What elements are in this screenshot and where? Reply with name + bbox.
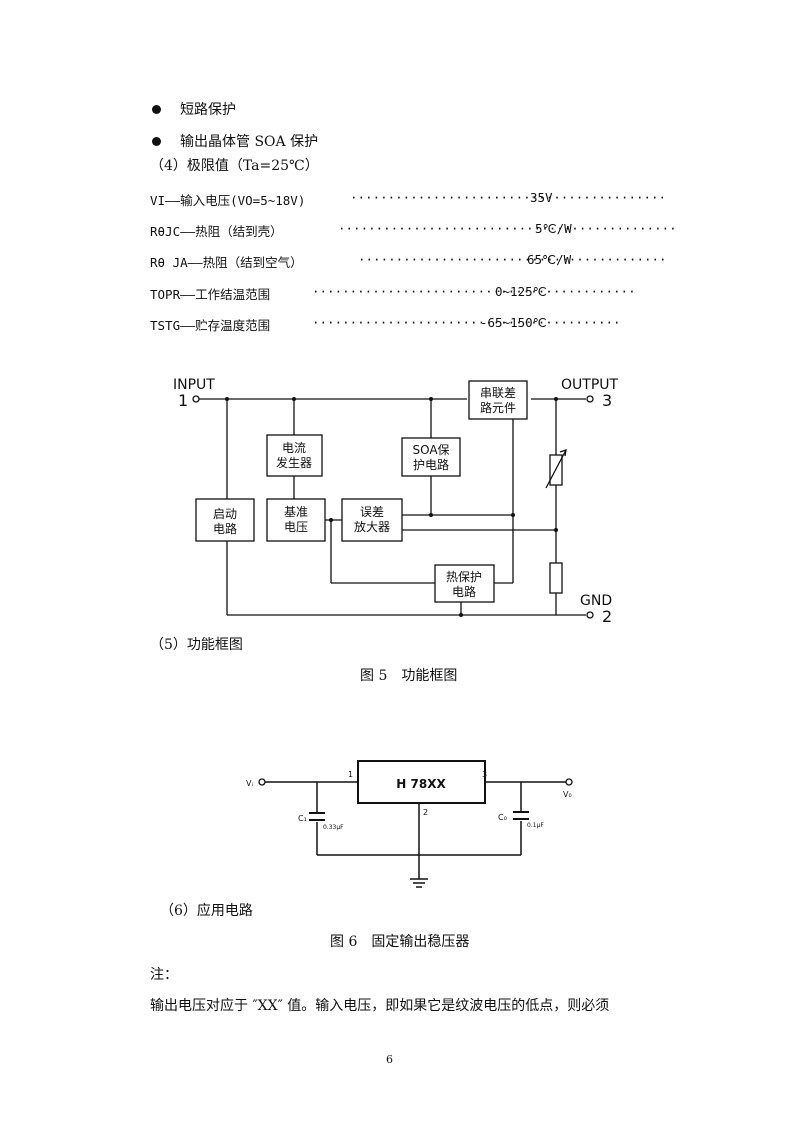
feature-soa: 输出晶体管 SOA 保护 bbox=[180, 134, 319, 150]
application-circuit: H 78XX Vᵢ V₀ 1 3 2 C₁ 0.33μF C₀ 0.1μF bbox=[246, 760, 573, 888]
thermal-label: 电路 bbox=[452, 584, 476, 599]
section-6-heading: （6）应用电路 bbox=[160, 903, 253, 919]
pass-element-label: 串联差 bbox=[480, 386, 516, 400]
c1-value: 0.33μF bbox=[323, 824, 344, 831]
rating-label: RθJC——热阻（结到壳） bbox=[150, 224, 283, 239]
rating-value: 0~125℃ bbox=[495, 284, 547, 299]
soa-protect-label: SOA保 bbox=[412, 443, 449, 457]
soa-protect-label: 护电路 bbox=[413, 457, 449, 472]
leader-dots: ········································… bbox=[312, 315, 622, 330]
rating-value: 5℃/W bbox=[535, 221, 572, 236]
rating-row: Rθ JA——热阻（结到空气） ························… bbox=[150, 252, 666, 270]
figure-6-caption: 图 6 固定输出稳压器 bbox=[330, 934, 470, 950]
leader-dots: ········································… bbox=[338, 221, 678, 236]
pin2-label: 2 bbox=[423, 808, 428, 817]
rating-row: TOPR——工作结温范围 ···························… bbox=[150, 284, 637, 302]
current-source-label: 发生器 bbox=[276, 455, 312, 470]
output-label: OUTPUT bbox=[561, 377, 619, 393]
reference-label: 基准 bbox=[284, 505, 308, 519]
thermal-protect-block bbox=[434, 564, 495, 603]
rating-row: RθJC——热阻（结到壳） ··························… bbox=[150, 221, 678, 239]
c2-name: C₀ bbox=[498, 813, 507, 822]
functional-block-diagram: 串联差 路元件 电流 发生器 SOA保 护电路 启动 电路 基准 电压 误差 放… bbox=[173, 377, 619, 626]
startup-label: 启动 bbox=[213, 507, 237, 521]
error-amp-label: 误差 bbox=[360, 505, 384, 519]
leader-dots: ········································… bbox=[350, 190, 665, 205]
pin1-label: 1 bbox=[348, 770, 353, 779]
rating-row: VI——输入电压(VO=5~18V) ·····················… bbox=[150, 190, 665, 208]
output-pin: 3 bbox=[602, 391, 612, 410]
rating-value: 65℃/W bbox=[527, 252, 572, 267]
reference-block bbox=[266, 498, 326, 542]
bullet-marker bbox=[152, 105, 161, 114]
current-source-block bbox=[266, 434, 323, 477]
gnd-pin: 2 bbox=[602, 607, 612, 626]
startup-block bbox=[195, 498, 255, 542]
pin3-label: 3 bbox=[482, 770, 487, 779]
regulator-ic bbox=[357, 760, 486, 804]
input-pin: 1 bbox=[178, 391, 188, 410]
rating-row: TSTG——贮存温度范围 ···························… bbox=[150, 315, 622, 333]
startup-label: 电路 bbox=[213, 521, 237, 536]
rating-value: -65~150℃ bbox=[480, 315, 547, 330]
rating-label: TSTG——贮存温度范围 bbox=[150, 318, 271, 333]
pass-element-label: 路元件 bbox=[480, 400, 516, 415]
c2-value: 0.1μF bbox=[527, 822, 544, 829]
vout-label: V₀ bbox=[563, 790, 572, 799]
soa-protect-block bbox=[401, 437, 461, 477]
feature-short-circuit: 短路保护 bbox=[180, 102, 236, 118]
leader-dots: ········································… bbox=[358, 252, 666, 267]
note-label: 注： bbox=[150, 967, 178, 983]
bullet-marker bbox=[152, 137, 161, 146]
section-5-heading: （5）功能框图 bbox=[150, 637, 243, 653]
input-label: INPUT bbox=[173, 377, 215, 393]
pass-element-block bbox=[468, 380, 528, 420]
figure-5-caption: 图 5 功能框图 bbox=[360, 668, 458, 684]
leader-dots: ········································… bbox=[312, 284, 637, 299]
reference-label: 电压 bbox=[284, 520, 308, 534]
error-amp-label: 放大器 bbox=[354, 519, 390, 534]
ratings-heading: （4）极限值（Ta=25℃） bbox=[150, 158, 319, 174]
rating-value: 35V bbox=[530, 190, 553, 205]
vin-label: Vᵢ bbox=[246, 779, 253, 788]
current-source-label: 电流 bbox=[282, 441, 306, 455]
error-amp-block bbox=[341, 498, 403, 542]
rating-label: TOPR——工作结温范围 bbox=[150, 287, 271, 302]
gnd-label: GND bbox=[580, 593, 612, 609]
rating-label: Rθ JA——热阻（结到空气） bbox=[150, 255, 303, 270]
ic-label: H 78XX bbox=[396, 777, 446, 791]
c1-name: C₁ bbox=[298, 814, 307, 823]
page-number: 6 bbox=[386, 1053, 393, 1066]
thermal-label: 热保护 bbox=[446, 570, 482, 584]
note-text: 输出电压对应于 ″XX″ 值。输入电压，即如果它是纹波电压的低点，则必须 bbox=[150, 998, 610, 1014]
rating-label: VI——输入电压(VO=5~18V) bbox=[150, 193, 306, 208]
